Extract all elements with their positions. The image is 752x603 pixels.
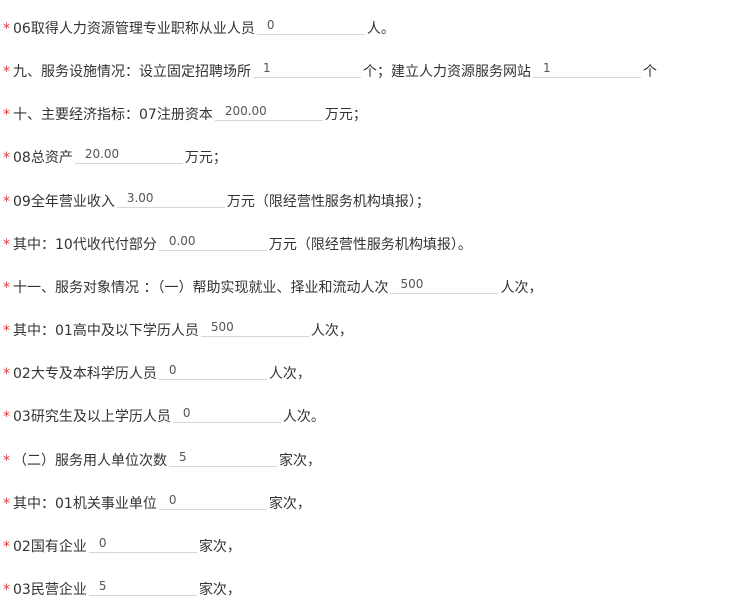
recruitment-venues-input[interactable] [253, 58, 361, 78]
employer-services-input[interactable] [169, 447, 277, 467]
field-label: 其中：01高中及以下学历人员 [13, 323, 199, 339]
field-label: 02国有企业 [13, 539, 87, 555]
registered-capital-input[interactable] [214, 101, 323, 121]
graduate-input[interactable] [172, 403, 281, 423]
field-unit: 个 [643, 64, 657, 80]
field-label: 09全年营业收入 [13, 194, 115, 210]
form-row-high-school: * 其中：01高中及以下学历人员 人次， [0, 316, 353, 340]
field-unit: 万元（限经营性服务机构填报）； [226, 194, 430, 210]
field-unit: 万元； [184, 150, 227, 166]
form-row-graduate: * 03研究生及以上学历人员 人次。 [0, 402, 325, 426]
field-unit: 万元（限经营性服务机构填报）。 [268, 237, 472, 253]
field-unit: 家次， [279, 453, 321, 469]
employment-assisted-input[interactable] [390, 274, 499, 294]
field-unit: 人。 [366, 21, 395, 37]
form-row-private-enterprises: * 03民营企业 家次， [0, 575, 241, 599]
required-mark: * [3, 323, 10, 339]
required-mark: * [3, 237, 10, 253]
field-unit: 人次， [310, 323, 353, 339]
field-unit: 家次， [198, 582, 241, 598]
field-label: 九、服务设施情况：设立固定招聘场所 [13, 64, 251, 80]
form-row-employment-assisted: * 十一、服务对象情况 ：（一）帮助实现就业、择业和流动人次 人次， [0, 273, 542, 297]
total-assets-input[interactable] [74, 144, 183, 164]
state-owned-input[interactable] [88, 533, 197, 553]
field-label: （二）服务用人单位次数 [13, 453, 167, 469]
hr-websites-input[interactable] [533, 58, 641, 78]
form-row-employer-services: * （二）服务用人单位次数 家次， [0, 446, 321, 470]
form-row-registered-capital: * 十、主要经济指标：07注册资本 万元； [0, 100, 367, 124]
required-mark: * [3, 194, 10, 210]
form-row-public-institutions: * 其中：01机关事业单位 家次， [0, 489, 311, 513]
field-label: 06取得人力资源管理专业职称从业人员 [13, 21, 255, 37]
high-school-input[interactable] [200, 317, 309, 337]
form-row-total-assets: * 08总资产 万元； [0, 143, 227, 167]
required-mark: * [3, 539, 10, 555]
required-mark: * [3, 409, 10, 425]
public-institutions-input[interactable] [158, 490, 267, 510]
form-row-facilities: * 九、服务设施情况：设立固定招聘场所 个；建立人力资源服务网站 个 [0, 57, 657, 81]
form-row-college: * 02大专及本科学历人员 人次， [0, 359, 311, 383]
private-enterprises-input[interactable] [88, 576, 197, 596]
field-unit: 家次， [268, 496, 311, 512]
field-unit: 人次， [500, 280, 543, 296]
field-label: 08总资产 [13, 150, 73, 166]
field-label: 02大专及本科学历人员 [13, 366, 157, 382]
required-mark: * [3, 64, 10, 80]
form-row-annual-revenue: * 09全年营业收入 万元（限经营性服务机构填报）； [0, 187, 430, 211]
field-unit: 万元； [324, 107, 367, 123]
form-row-collection-payment: * 其中：10代收代付部分 万元（限经营性服务机构填报）。 [0, 230, 472, 254]
field-unit: 个；建立人力资源服务网站 [363, 64, 531, 80]
required-mark: * [3, 496, 10, 512]
field-unit: 人次， [268, 366, 311, 382]
required-mark: * [3, 280, 10, 296]
required-mark: * [3, 150, 10, 166]
required-mark: * [3, 582, 10, 598]
required-mark: * [3, 453, 10, 469]
required-mark: * [3, 21, 10, 37]
field-unit: 家次， [198, 539, 241, 555]
form-row-state-owned: * 02国有企业 家次， [0, 532, 241, 556]
field-label: 其中：10代收代付部分 [13, 237, 157, 253]
field-label: 03研究生及以上学历人员 [13, 409, 171, 425]
hr-certified-staff-input[interactable] [256, 15, 365, 35]
annual-revenue-input[interactable] [116, 188, 225, 208]
college-input[interactable] [158, 360, 267, 380]
field-label: 十、主要经济指标：07注册资本 [13, 107, 213, 123]
field-label: 03民营企业 [13, 582, 87, 598]
field-label: 其中：01机关事业单位 [13, 496, 157, 512]
required-mark: * [3, 366, 10, 382]
field-label: 十一、服务对象情况 ：（一）帮助实现就业、择业和流动人次 [13, 280, 389, 296]
collection-payment-input[interactable] [158, 231, 267, 251]
required-mark: * [3, 107, 10, 123]
field-unit: 人次。 [282, 409, 325, 425]
form-row-hr-certified-staff: * 06取得人力资源管理专业职称从业人员 人。 [0, 14, 395, 38]
